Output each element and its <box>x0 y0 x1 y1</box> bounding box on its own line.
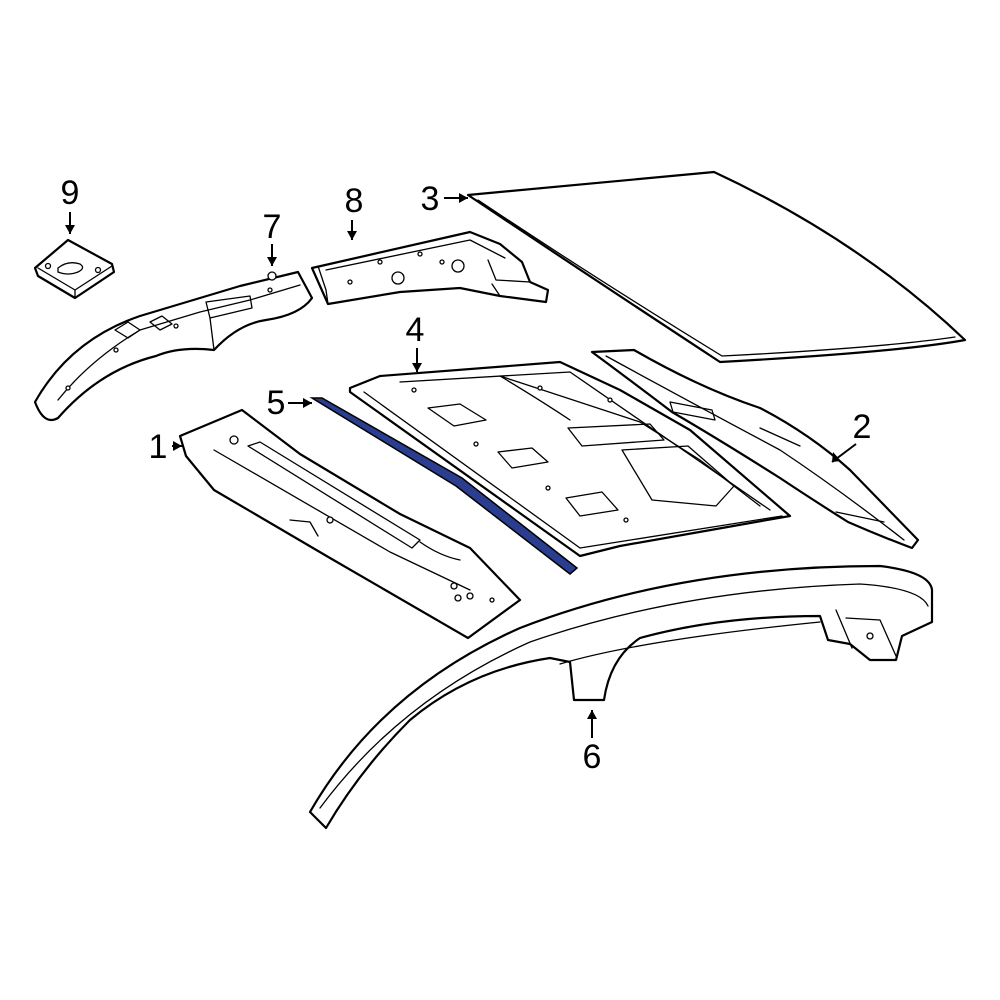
callout-label-7: 7 <box>263 208 282 246</box>
part-7-rail[interactable] <box>33 270 314 422</box>
part-1-rear-panel[interactable] <box>178 408 522 640</box>
arrowhead-1 <box>173 441 182 451</box>
callout-label-3: 3 <box>421 180 440 218</box>
part-4-roof-frame[interactable] <box>348 360 792 558</box>
callout-labels: 1 2 3 4 5 6 7 8 9 <box>61 174 872 776</box>
arrowhead-4 <box>412 363 422 372</box>
callout-label-2: 2 <box>853 408 872 446</box>
part-8-rear-header[interactable] <box>310 230 550 306</box>
callout-label-5: 5 <box>267 384 286 422</box>
callout-label-9: 9 <box>61 174 80 212</box>
part-6-side-frame[interactable] <box>308 564 934 830</box>
callout-label-6: 6 <box>583 738 602 776</box>
arrowhead-5 <box>303 398 312 408</box>
arrowhead-9 <box>65 225 75 234</box>
part-9-bracket[interactable] <box>33 238 116 300</box>
part-2-side-rail[interactable] <box>590 348 920 550</box>
part-3-roof-panel[interactable] <box>466 170 967 364</box>
arrowhead-3 <box>459 193 468 203</box>
arrowhead-6 <box>587 710 597 719</box>
callout-label-1: 1 <box>149 428 168 466</box>
callout-label-4: 4 <box>406 311 425 349</box>
arrowhead-2 <box>832 452 841 462</box>
callout-label-8: 8 <box>345 182 364 220</box>
part-5-roof-bow-strip[interactable] <box>309 397 579 575</box>
arrowhead-8 <box>347 231 357 240</box>
arrowhead-7 <box>267 257 277 266</box>
